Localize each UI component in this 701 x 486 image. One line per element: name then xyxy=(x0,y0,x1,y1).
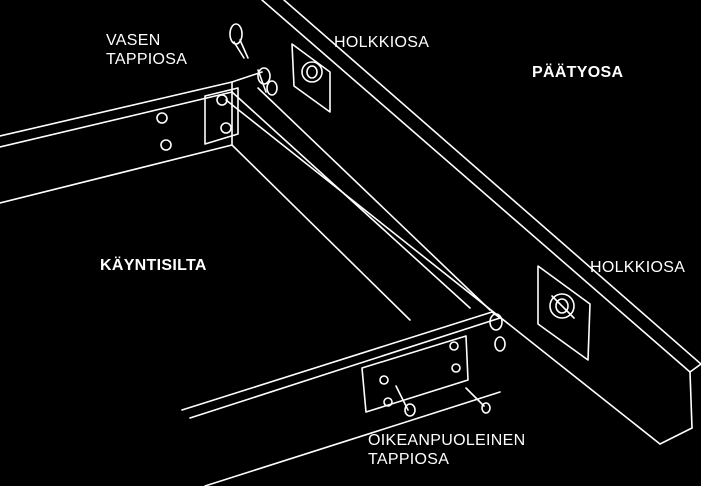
label-sleeve-top: HOLKKIOSA xyxy=(334,34,430,51)
walkway-cross-rail xyxy=(231,87,491,321)
label-sleeve-right: HOLKKIOSA xyxy=(590,259,686,276)
walkway-far-rail xyxy=(0,71,263,204)
label-right-pin-line2: TAPPIOSA xyxy=(368,451,450,468)
label-walkway: KÄYNTISILTA xyxy=(100,257,207,274)
label-end-part: PÄÄTYOSA xyxy=(532,64,624,81)
right-pins xyxy=(395,313,506,417)
right-sleeve-plate xyxy=(537,265,591,361)
left-pins xyxy=(257,67,278,96)
label-left-pin-line1: VASEN xyxy=(106,32,161,49)
top-sleeve-plate xyxy=(291,43,331,113)
right-pin-plate xyxy=(361,335,469,413)
label-right-pin-line1: OIKEANPUOLEINEN xyxy=(368,432,526,449)
walkway-front-rail xyxy=(181,311,501,486)
cotter-pin xyxy=(229,23,249,59)
end-beam xyxy=(225,0,701,445)
label-left-pin-line2: TAPPIOSA xyxy=(106,51,188,68)
left-pin-plate xyxy=(156,87,239,151)
